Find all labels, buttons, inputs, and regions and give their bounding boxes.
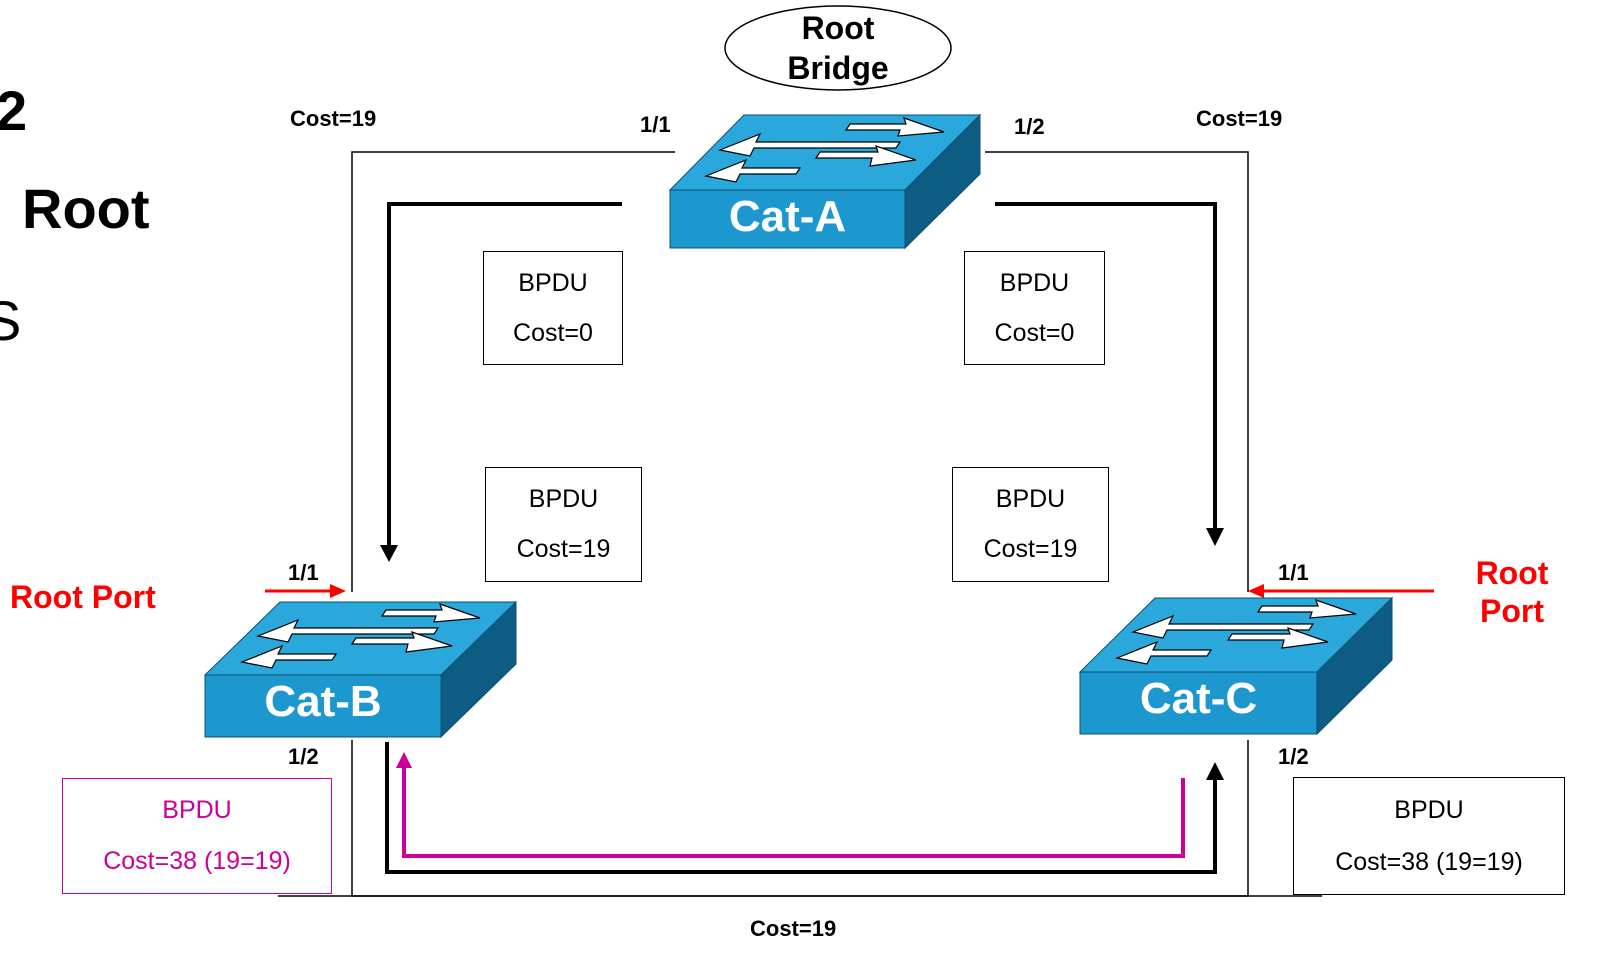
link-a-c (985, 151, 1249, 592)
port-b-bottom: 1/2 (288, 744, 319, 769)
title-fragment-1: 2 (0, 79, 28, 142)
bpdu-box-b-down: BPDU Cost=19 (485, 467, 642, 582)
switch-cat-b-label: Cat-B (264, 677, 382, 726)
bpdu-cost: Cost=19 (516, 535, 611, 564)
link-lines (278, 151, 1322, 897)
bpdu-cost: Cost=0 (994, 318, 1075, 347)
arrows-icon (1114, 599, 1357, 665)
switch-cat-c-label: Cat-C (1139, 674, 1258, 723)
port-c-top: 1/1 (1278, 560, 1309, 585)
cost-top-left: Cost=19 (290, 106, 377, 131)
switch-cat-a-shape (668, 113, 982, 250)
bpdu-title: BPDU (999, 268, 1070, 297)
bpdu-title: BPDU (1394, 795, 1464, 824)
link-a-b (351, 151, 675, 592)
switch-cat-c-shape (1078, 596, 1394, 736)
title-fragment-2: Root (22, 177, 150, 240)
bpdu-flow-b-c (385, 742, 1224, 874)
bpdu-title: BPDU (995, 484, 1066, 513)
root-port-label-b: Root Port (10, 579, 156, 615)
port-c-bottom: 1/2 (1278, 744, 1309, 769)
root-bridge-line2: Bridge (787, 50, 889, 86)
bpdu-title: BPDU (528, 484, 599, 513)
arrows-icon (703, 117, 945, 183)
bpdu-box-b-to-c: BPDU Cost=38 (19=19) (1293, 777, 1565, 895)
bpdu-flow-a-c (995, 202, 1224, 546)
root-bridge-line1: Root (801, 10, 875, 46)
bpdu-box-c-down: BPDU Cost=19 (952, 467, 1109, 582)
cost-bottom: Cost=19 (750, 916, 837, 941)
arrowhead-down-b (380, 545, 398, 562)
bpdu-cost: Cost=0 (513, 318, 593, 347)
arrowhead-up-c (1206, 762, 1224, 780)
root-port-c-line2: Port (1480, 593, 1544, 629)
bpdu-flow-a-b (380, 202, 622, 562)
bpdu-box-a-to-b: BPDU Cost=0 (483, 251, 623, 365)
arrowhead-down-c (1206, 528, 1224, 546)
title-fragment-3: S (0, 289, 22, 352)
root-bridge-ellipse (724, 5, 952, 91)
switch-cat-b-shape (203, 600, 518, 739)
switch-cat-a-label: Cat-A (728, 192, 847, 241)
bpdu-box-c-to-b: BPDU Cost=38 (19=19) (62, 778, 332, 894)
bpdu-cost: Cost=19 (983, 535, 1078, 564)
bpdu-box-a-to-c: BPDU Cost=0 (964, 251, 1105, 365)
arrows-icon (239, 603, 481, 669)
port-a-left: 1/1 (640, 112, 671, 137)
port-b-top: 1/1 (288, 560, 319, 585)
arrowhead-up-b (396, 752, 412, 768)
root-port-arrow-c (1248, 584, 1434, 598)
root-bridge-label: Root Bridge (738, 8, 938, 88)
bpdu-cost: Cost=38 (19=19) (103, 847, 291, 875)
root-port-c-line1: Root (1475, 555, 1549, 591)
cost-top-right: Cost=19 (1196, 106, 1283, 131)
bpdu-title: BPDU (162, 796, 232, 824)
port-a-right: 1/2 (1014, 114, 1045, 139)
bpdu-flow-c-b (396, 752, 1185, 858)
bpdu-cost: Cost=38 (19=19) (1335, 847, 1523, 876)
bpdu-title: BPDU (518, 268, 588, 297)
root-port-arrow-b (265, 584, 346, 598)
root-port-label-c: Root Port (1444, 554, 1580, 630)
